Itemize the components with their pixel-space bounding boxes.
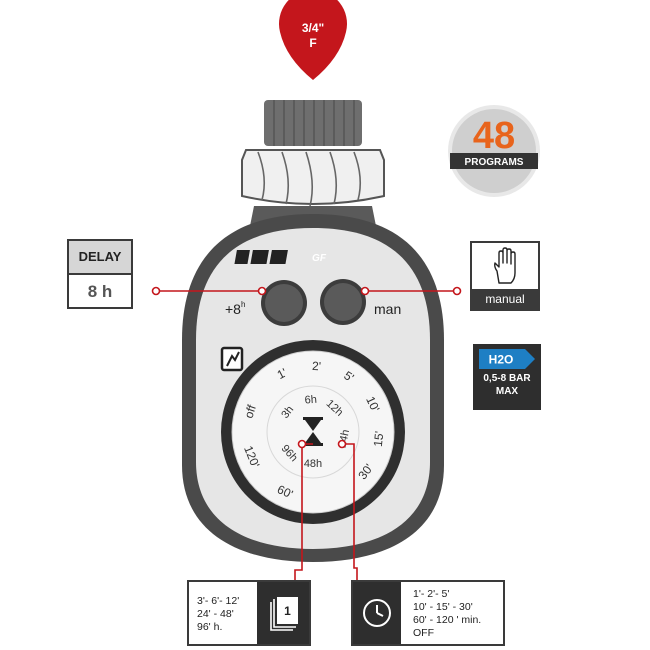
- water-badge-text: H2O: [489, 353, 514, 367]
- frequency-icon-panel: 1: [257, 582, 309, 644]
- dial-label-3: 10': [363, 394, 382, 414]
- manual-button-label: man: [374, 301, 401, 317]
- dial-label-1: 2': [312, 359, 322, 373]
- programs-badge: 48 PROGRAMS: [448, 105, 540, 197]
- delay-info-box: DELAY 8 h: [67, 239, 133, 309]
- duration-icon-panel: [353, 582, 401, 644]
- duration-line-3: 60' - 120 ' min.: [413, 614, 482, 626]
- dial-inner-label-4: 48h: [304, 458, 322, 470]
- clock-icon: [363, 599, 391, 627]
- duration-info-box: 1'- 2'- 5' 10' - 15' - 30' 60' - 120 ' m…: [351, 580, 505, 646]
- dial-outer-labels: 1'2'5'10'15'30'60'120'off: [241, 359, 386, 502]
- manual-info-box: manual: [470, 241, 540, 311]
- duration-line-2: 10' - 15' - 30': [413, 601, 473, 613]
- pressure-range: 0,5-8 BAR: [483, 373, 531, 384]
- frequency-line-3: 96' h.: [197, 621, 223, 633]
- stacked-pages-icon: 1: [270, 597, 298, 631]
- programs-label: PROGRAMS: [465, 157, 524, 168]
- manual-button[interactable]: [320, 279, 366, 325]
- delay-8h-button[interactable]: [261, 280, 307, 326]
- brand-logo: GF: [234, 250, 327, 264]
- duration-line-4: OFF: [413, 627, 434, 639]
- frequency-icon-number: 1: [284, 604, 291, 618]
- manual-label: manual: [472, 289, 538, 309]
- water-badge: H2O: [479, 349, 535, 369]
- delay-button-label-sup: h: [241, 300, 245, 309]
- frequency-info-box: 3'- 6'- 12' 24' - 48' 96' h. 1: [187, 580, 311, 646]
- delay-title: DELAY: [69, 241, 131, 275]
- programs-number: 48: [473, 115, 515, 157]
- thread-connector: [241, 100, 385, 207]
- brand-logo-text: GF: [312, 253, 327, 264]
- hand-icon: [494, 247, 516, 284]
- battery-icon: [220, 346, 244, 372]
- pressure-max: MAX: [495, 386, 519, 397]
- dial-inner-label-1: 6h: [304, 394, 317, 407]
- dial-label-4: 15': [371, 430, 387, 447]
- connector-size-marker: 3/4" F: [279, 0, 347, 80]
- dial-inner-label-0: 3h: [279, 404, 296, 421]
- dial-label-8: off: [242, 403, 260, 420]
- delay-button-label-main: +8: [225, 301, 241, 317]
- delay-value: 8 h: [87, 282, 113, 301]
- dial-label-6: 60': [275, 482, 295, 501]
- frequency-line-1: 3'- 6'- 12': [197, 595, 240, 607]
- connector-size-line2: F: [309, 36, 316, 50]
- callout-dots: [151, 286, 462, 449]
- delay-button-label: +8h: [225, 300, 245, 317]
- duration-line-1: 1'- 2'- 5': [413, 588, 450, 600]
- connector-size-line1: 3/4": [302, 21, 324, 35]
- frequency-line-2: 24' - 48': [197, 608, 234, 620]
- pressure-info-box: H2O 0,5-8 BAR MAX: [473, 344, 541, 410]
